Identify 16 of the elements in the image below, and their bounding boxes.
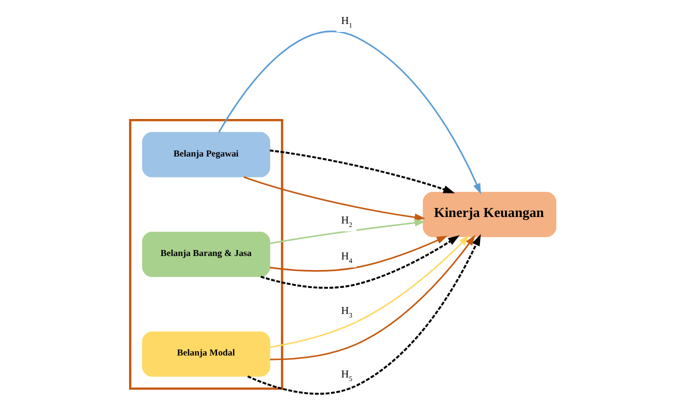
node-box: Belanja Barang & Jasa <box>142 232 270 278</box>
edge-label: H$_{5}$ <box>340 368 352 384</box>
node-box: Belanja Pegawai <box>142 132 270 178</box>
arrow <box>269 150 454 194</box>
arrow <box>246 234 480 395</box>
arrow <box>218 30 481 194</box>
edge-label: H$_{3}$ <box>340 304 352 320</box>
arrow <box>260 235 460 289</box>
edge-label: H$_{2}$ <box>340 214 352 229</box>
node-box: Kinerja Keuangan <box>422 192 556 238</box>
node-box: Belanja Modal <box>142 331 270 377</box>
arrow <box>243 176 425 221</box>
edge-label: H$_{4}$ <box>340 250 352 266</box>
edge-label: H$_{1}$ <box>340 15 352 30</box>
cluster <box>128 119 283 390</box>
arrow <box>269 236 447 272</box>
